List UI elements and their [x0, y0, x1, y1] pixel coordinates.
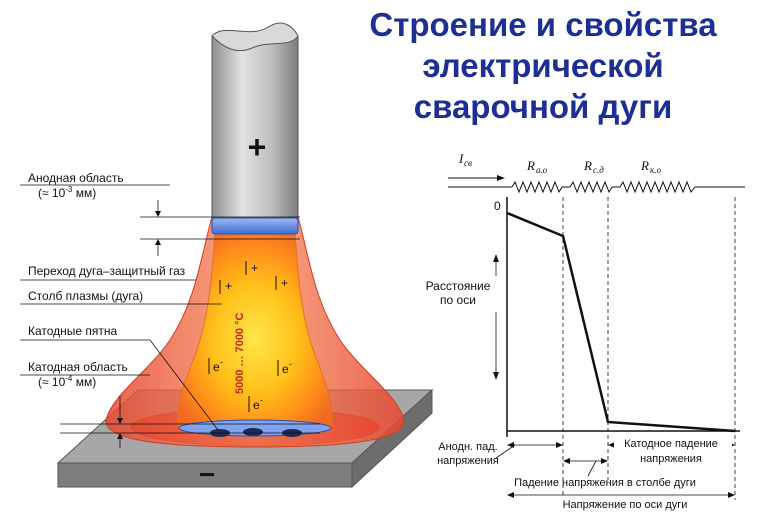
svg-text:св: св	[464, 158, 472, 168]
svg-text:Катодная область: Катодная область	[28, 360, 128, 374]
plasma-column	[177, 231, 333, 427]
svg-text:напряжения: напряжения	[437, 455, 499, 467]
svg-text:0: 0	[494, 199, 501, 213]
anode-region-callout: Анодная область (≈ 10-3 мм)	[20, 171, 300, 256]
electron-marker: e-	[277, 359, 292, 376]
svg-text:Катодное падение: Катодное падение	[624, 438, 718, 450]
svg-text:+: +	[251, 261, 258, 275]
ion-marker: +	[245, 261, 258, 275]
svg-text:Катодные пятна: Катодные пятна	[28, 324, 118, 338]
temperature-label: 5000 … 7000 °C	[234, 312, 246, 394]
svg-text:Расстояние: Расстояние	[426, 279, 491, 293]
svg-text:+: +	[281, 276, 288, 290]
svg-text:(≈ 10-3 мм): (≈ 10-3 мм)	[38, 185, 96, 200]
svg-text:Анодная область: Анодная область	[28, 171, 124, 185]
title-line-1: Строение и свойства	[369, 6, 717, 43]
svg-text:e: e	[213, 360, 220, 374]
diagram-title: Строение и свойства электрической свароч…	[318, 4, 768, 127]
cathode-spot	[243, 428, 263, 436]
ion-marker: +	[275, 276, 288, 290]
anode-plus-sign: +	[248, 129, 267, 165]
cathode-spots-callout: Катодные пятна	[20, 324, 219, 431]
title-line-2: электрической	[422, 47, 664, 84]
svg-text:к.о: к.о	[650, 165, 661, 175]
resistance-circuit: I св R а.о R с.д R к.о	[448, 151, 745, 194]
svg-text:+: +	[225, 279, 232, 293]
svg-text:e: e	[253, 398, 260, 412]
svg-text:напряжения: напряжения	[640, 453, 702, 465]
svg-text:с.д: с.д	[593, 165, 604, 175]
voltage-drop-labels: Анодн. пад. напряжения Падение напряжени…	[437, 434, 735, 511]
svg-text:R: R	[583, 158, 592, 173]
resistor-column	[569, 180, 613, 194]
ion-marker: +	[219, 279, 232, 294]
resistor-cathode	[619, 180, 696, 194]
voltage-graph: 0 Расстояние по оси	[420, 197, 740, 500]
electron-marker: e-	[248, 395, 263, 412]
svg-text:Анодн. пад.: Анодн. пад.	[438, 441, 497, 453]
svg-text:а.о: а.о	[536, 165, 548, 175]
svg-text:I: I	[458, 151, 464, 166]
svg-text:по оси: по оси	[440, 293, 476, 307]
svg-text:R: R	[640, 158, 649, 173]
svg-text:(≈ 10-4 мм): (≈ 10-4 мм)	[38, 374, 96, 389]
svg-text:-: -	[220, 357, 223, 367]
svg-text:Столб плазмы (дуга): Столб плазмы (дуга)	[28, 289, 143, 303]
electrode	[211, 22, 299, 235]
plasma-column-callout: Столб плазмы (дуга)	[20, 289, 222, 305]
svg-text:Напряжение по оси дуги: Напряжение по оси дуги	[563, 499, 688, 511]
svg-text:Падение напряжения в столбе ду: Падение напряжения в столбе дуги	[514, 477, 696, 489]
charge-carriers: + + + e- e- e-	[208, 261, 292, 412]
cathode-spots	[210, 428, 302, 437]
svg-text:e: e	[282, 362, 289, 376]
title-line-3: сварочной дуги	[413, 88, 673, 125]
arc-gas-transition-callout: Переход дуга–защитный газ	[20, 264, 196, 281]
svg-text:-: -	[289, 359, 292, 369]
electrode-tip	[211, 217, 299, 235]
resistor-anode	[511, 180, 563, 194]
svg-text:Переход дуга–защитный газ: Переход дуга–защитный газ	[28, 264, 186, 278]
svg-text:R: R	[526, 158, 535, 173]
cathode-region-callout: Катодная область (≈ 10-4 мм)	[20, 360, 320, 448]
cathode-minus-sign: −	[199, 459, 215, 490]
electron-marker: e-	[208, 357, 223, 374]
svg-text:-: -	[260, 395, 263, 405]
voltage-curve	[506, 211, 736, 433]
